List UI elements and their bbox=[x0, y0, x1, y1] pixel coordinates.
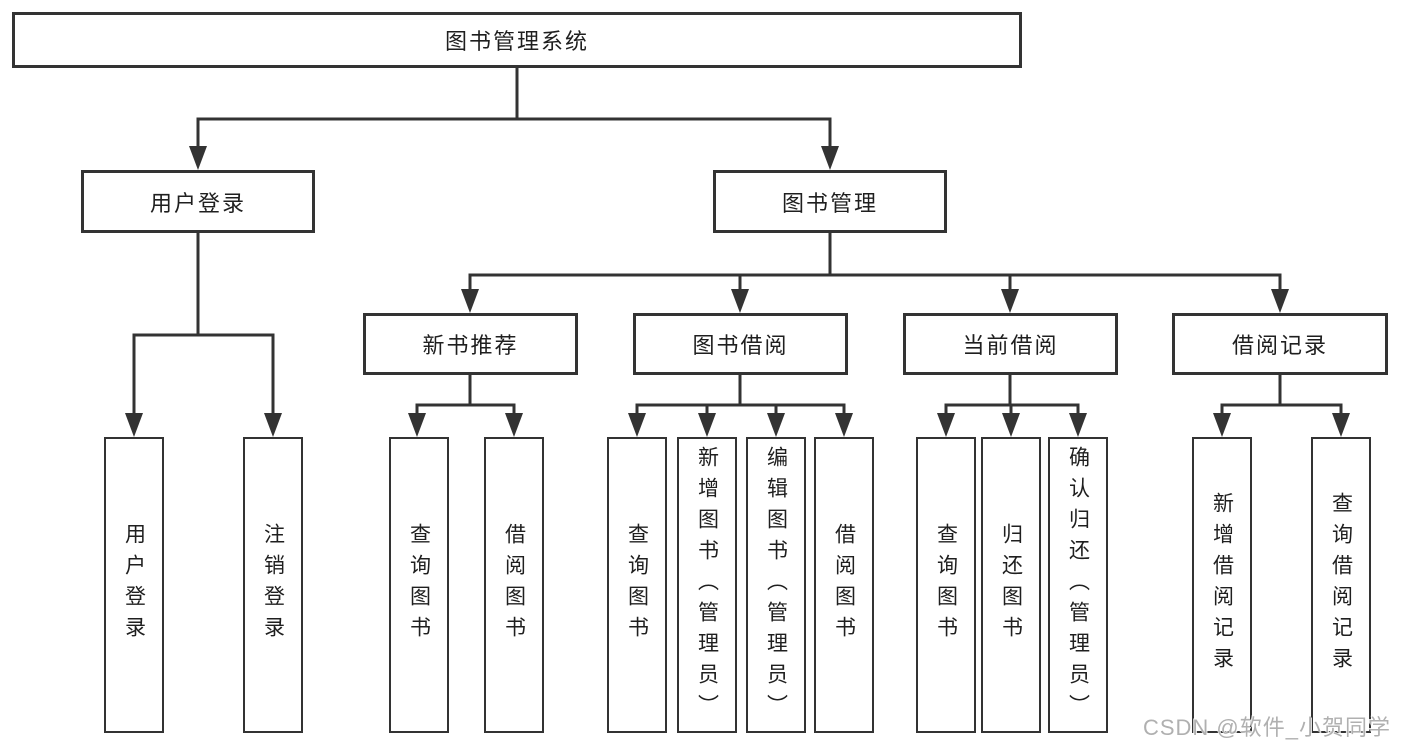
leaf-bb-query-books: 查询图书 bbox=[607, 437, 667, 733]
leaf-bb-add-books-admin: 新增图书（管理员） bbox=[677, 437, 737, 733]
node-book-borrowing: 图书借阅 bbox=[633, 313, 848, 375]
leaf-bb-edit-books-admin: 编辑图书（管理员） bbox=[746, 437, 806, 733]
node-user-login: 用户登录 bbox=[81, 170, 315, 233]
csdn-watermark: CSDN @软件_小贺同学 bbox=[1142, 715, 1391, 740]
node-current-borrowing: 当前借阅 bbox=[903, 313, 1118, 375]
leaf-bb-borrow-books: 借阅图书 bbox=[814, 437, 874, 733]
node-library-management-system: 图书管理系统 bbox=[12, 12, 1022, 68]
leaf-logout-login: 注销登录 bbox=[243, 437, 303, 733]
node-new-book-recommendation: 新书推荐 bbox=[363, 313, 578, 375]
leaf-nbr-query-books: 查询图书 bbox=[389, 437, 449, 733]
leaf-cb-return-books: 归还图书 bbox=[981, 437, 1041, 733]
node-borrowing-records: 借阅记录 bbox=[1172, 313, 1388, 375]
leaf-br-add-borrow-record: 新增借阅记录 bbox=[1192, 437, 1252, 733]
leaf-cb-confirm-return-admin: 确认归还（管理员） bbox=[1048, 437, 1108, 733]
leaf-br-query-borrow-record: 查询借阅记录 bbox=[1311, 437, 1371, 733]
leaf-nbr-borrow-books: 借阅图书 bbox=[484, 437, 544, 733]
leaf-user-login: 用户登录 bbox=[104, 437, 164, 733]
leaf-cb-query-books: 查询图书 bbox=[916, 437, 976, 733]
node-book-management: 图书管理 bbox=[713, 170, 947, 233]
